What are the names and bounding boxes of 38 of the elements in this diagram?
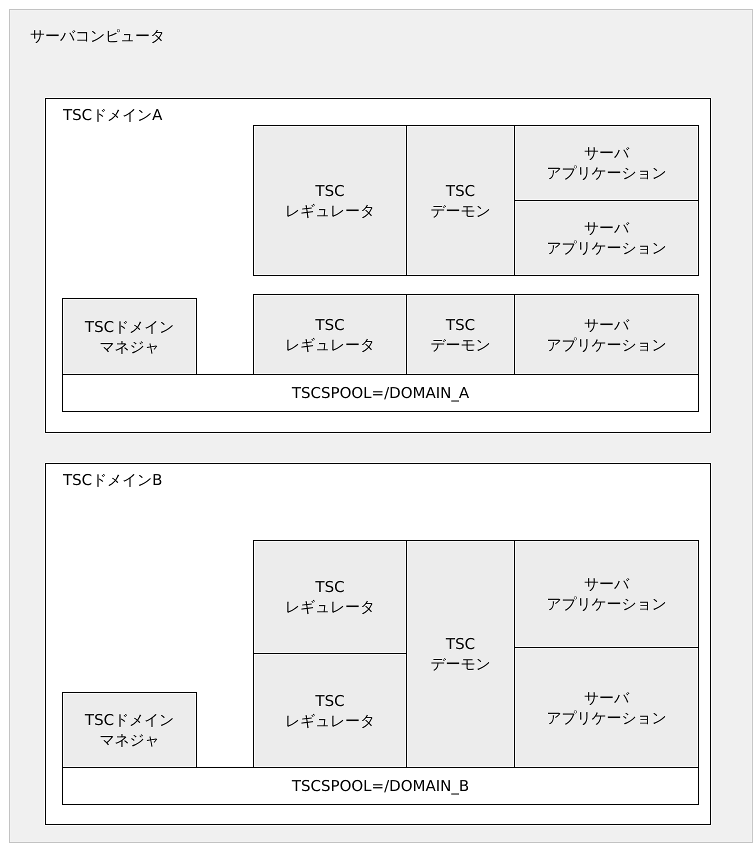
component-box [253,540,407,654]
component-box [514,540,699,648]
box-label: TSC デーモン [430,634,492,674]
component-box [514,294,699,375]
box-label: サーバアプリケーション [546,574,668,614]
box-label: サーバアプリケーション [546,688,668,728]
box-label: TSC レギュレータ [284,180,376,220]
component-box [514,200,699,276]
component-box [62,298,197,375]
box-label: TSC レギュレータ [284,314,376,354]
group-title: TSCドメインB [63,470,162,490]
component-box [514,125,699,201]
box-label: TSC レギュレータ [284,690,376,730]
box-label: TSCSPOOL=/DOMAIN_A [290,383,470,403]
group-title: サーバコンピュータ [30,26,165,46]
box-label: TSC レギュレータ [284,577,376,617]
component-box [62,692,197,768]
box-label: TSCSPOOL=/DOMAIN_B [290,776,470,796]
server-panel [9,9,753,843]
box-label: TSCドメインマネジャ [84,710,176,750]
spool-bar [62,374,699,412]
component-box [406,294,515,375]
component-box [253,125,407,276]
box-label: サーバアプリケーション [546,143,668,183]
group-title: TSCドメインA [63,105,162,125]
domain-box [45,98,711,433]
component-box [253,294,407,375]
box-label: TSC デーモン [430,180,492,220]
spool-bar [62,767,699,805]
box-label: サーバアプリケーション [546,218,668,258]
component-box [514,647,699,768]
component-box [406,125,515,276]
box-label: サーバアプリケーション [546,314,668,354]
box-label: TSCドメインマネジャ [84,316,176,356]
domain-box [45,463,711,825]
box-label: TSC デーモン [430,314,492,354]
component-box [406,540,515,768]
component-box [253,653,407,768]
